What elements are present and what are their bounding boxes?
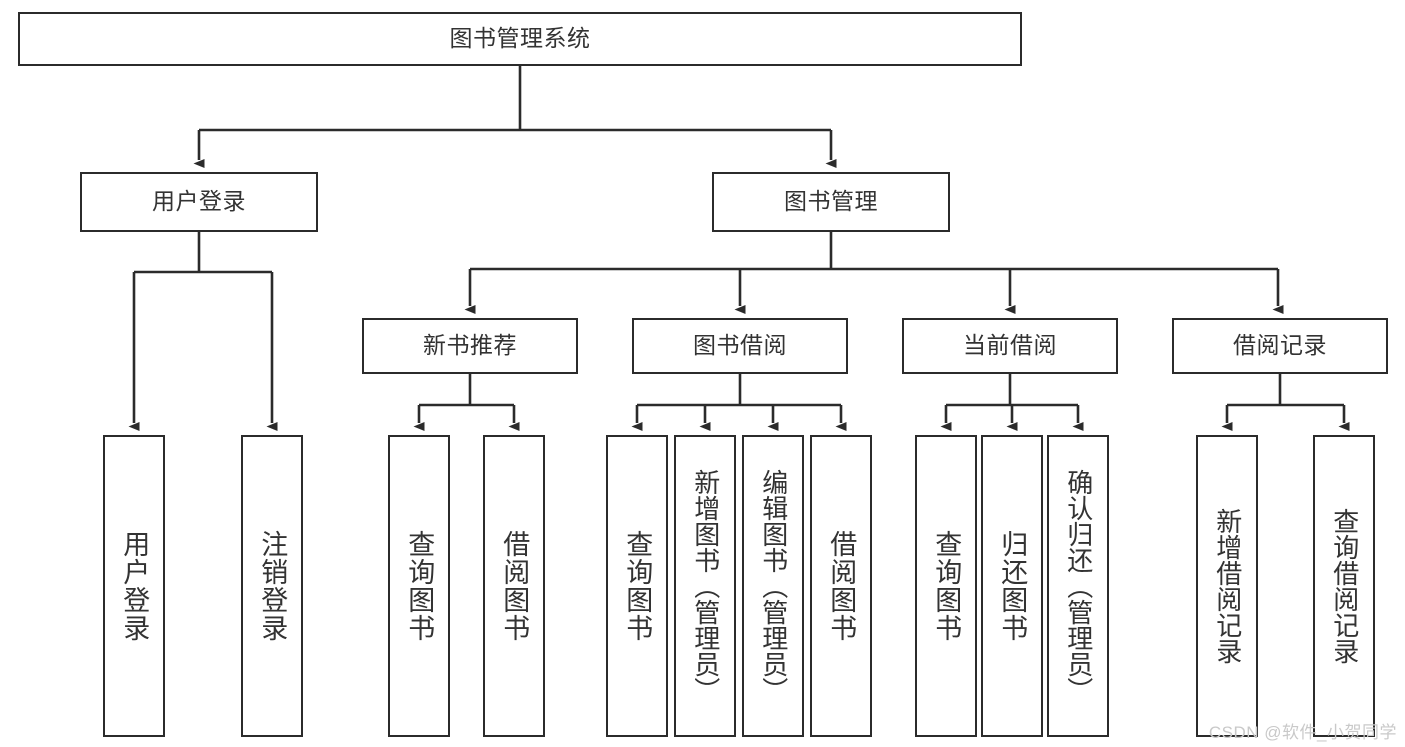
node-leaf-confirm-return[interactable]: 确认归还（管理员） (1047, 435, 1109, 737)
node-leaf-borrow-book-rec[interactable]: 借阅图书 (483, 435, 545, 737)
node-leaf-user-login[interactable]: 用户登录 (103, 435, 165, 737)
node-leaf-add-book-label: 新增图书（管理员） (690, 469, 721, 703)
node-leaf-borrow-book-rec-label: 借阅图书 (499, 530, 530, 642)
node-leaf-add-record[interactable]: 新增借阅记录 (1196, 435, 1258, 737)
watermark-text: CSDN @软件_小贺同学 (1208, 723, 1397, 742)
node-new-book-rec-label: 新书推荐 (423, 332, 517, 359)
node-leaf-add-record-label: 新增借阅记录 (1212, 508, 1243, 664)
node-borrow-record-label: 借阅记录 (1233, 332, 1327, 359)
node-leaf-query-book-cur-label: 查询图书 (931, 530, 962, 642)
node-leaf-query-book-borrow-label: 查询图书 (622, 530, 653, 642)
node-leaf-query-book-cur[interactable]: 查询图书 (915, 435, 977, 737)
node-leaf-return-book-label: 归还图书 (997, 530, 1028, 642)
node-leaf-query-book-rec-label: 查询图书 (404, 530, 435, 642)
node-root[interactable]: 图书管理系统 (18, 12, 1022, 66)
node-book-manage[interactable]: 图书管理 (712, 172, 950, 232)
node-leaf-query-record-label: 查询借阅记录 (1329, 508, 1360, 664)
node-user-login[interactable]: 用户登录 (80, 172, 318, 232)
node-root-label: 图书管理系统 (449, 25, 591, 52)
node-leaf-user-login-label: 用户登录 (119, 530, 150, 642)
node-leaf-edit-book[interactable]: 编辑图书（管理员） (742, 435, 804, 737)
node-leaf-return-book[interactable]: 归还图书 (981, 435, 1043, 737)
node-leaf-borrow-book-label: 借阅图书 (826, 530, 857, 642)
node-current-borrow[interactable]: 当前借阅 (902, 318, 1118, 374)
node-leaf-query-book-borrow[interactable]: 查询图书 (606, 435, 668, 737)
node-leaf-user-logout-label: 注销登录 (257, 530, 288, 642)
node-new-book-rec[interactable]: 新书推荐 (362, 318, 578, 374)
node-leaf-borrow-book[interactable]: 借阅图书 (810, 435, 872, 737)
node-leaf-add-book[interactable]: 新增图书（管理员） (674, 435, 736, 737)
node-leaf-query-book-rec[interactable]: 查询图书 (388, 435, 450, 737)
node-borrow-record[interactable]: 借阅记录 (1172, 318, 1388, 374)
node-user-login-label: 用户登录 (152, 188, 246, 215)
node-book-borrow[interactable]: 图书借阅 (632, 318, 848, 374)
node-leaf-user-logout[interactable]: 注销登录 (241, 435, 303, 737)
node-leaf-query-record[interactable]: 查询借阅记录 (1313, 435, 1375, 737)
node-leaf-edit-book-label: 编辑图书（管理员） (758, 469, 789, 703)
node-current-borrow-label: 当前借阅 (963, 332, 1057, 359)
node-book-manage-label: 图书管理 (784, 188, 878, 215)
node-leaf-confirm-return-label: 确认归还（管理员） (1063, 469, 1094, 703)
node-book-borrow-label: 图书借阅 (693, 332, 787, 359)
